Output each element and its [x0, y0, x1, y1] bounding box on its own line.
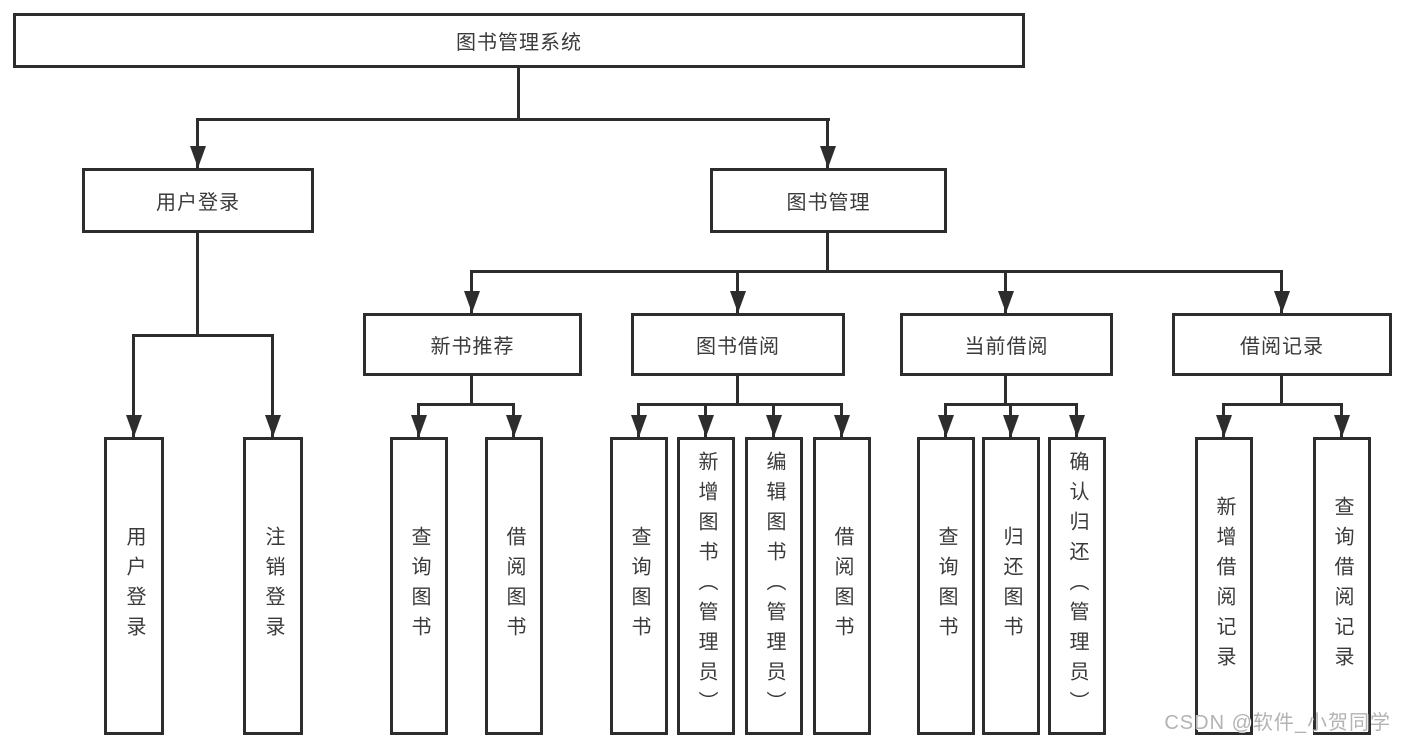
leaf-label: 归还图书: [1000, 526, 1022, 646]
connector-line: [826, 118, 829, 168]
arrow-down-icon: [938, 415, 954, 437]
leaf-logout: 注销登录: [243, 437, 303, 735]
arrow-down-icon: [1274, 291, 1290, 313]
node-book-borrowing: 图书借阅: [631, 313, 845, 376]
leaf-label: 用户登录: [123, 526, 145, 646]
arrow-down-icon: [834, 415, 850, 437]
node-user-login: 用户登录: [82, 168, 314, 233]
watermark: CSDN @软件_小贺同学: [1164, 712, 1391, 734]
leaf-label: 新增图书（管理员）: [695, 451, 717, 721]
connector-line: [271, 334, 274, 437]
arrow-down-icon: [464, 291, 480, 313]
leaf-label: 注销登录: [262, 526, 284, 646]
leaf-label: 新增借阅记录: [1213, 496, 1235, 676]
connector-line: [470, 376, 473, 406]
node-label: 用户登录: [156, 192, 240, 214]
leaf-recommend-query-book: 查询图书: [390, 437, 448, 735]
connector-line: [417, 403, 515, 406]
leaf-borrowing-query-book: 查询图书: [610, 437, 668, 735]
connector-line: [517, 68, 520, 121]
node-label: 图书管理: [786, 192, 871, 214]
leaf-borrowing-borrow-book: 借阅图书: [813, 437, 871, 735]
connector-line: [196, 118, 830, 121]
node-current-borrowing: 当前借阅: [900, 313, 1113, 376]
arrow-down-icon: [265, 415, 281, 437]
leaf-label: 查询借阅记录: [1331, 496, 1353, 676]
leaf-label: 借阅图书: [503, 526, 525, 646]
node-book-management: 图书管理: [710, 168, 947, 233]
node-borrowing-records: 借阅记录: [1172, 313, 1392, 376]
leaf-records-add-record: 新增借阅记录: [1195, 437, 1253, 735]
leaf-label: 编辑图书（管理员）: [763, 451, 785, 721]
arrow-down-icon: [631, 415, 647, 437]
node-label: 借阅记录: [1240, 336, 1324, 358]
connector-line: [826, 233, 829, 273]
node-label: 图书借阅: [696, 336, 780, 358]
arrow-down-icon: [820, 146, 836, 168]
leaf-current-query-book: 查询图书: [917, 437, 975, 735]
arrow-down-icon: [730, 291, 746, 313]
arrow-down-icon: [411, 415, 427, 437]
arrow-down-icon: [1003, 415, 1019, 437]
arrow-down-icon: [766, 415, 782, 437]
connector-line: [196, 233, 199, 337]
node-root: 图书管理系统: [13, 13, 1025, 68]
leaf-user-login: 用户登录: [104, 437, 164, 735]
leaf-borrowing-add-book-admin: 新增图书（管理员）: [677, 437, 735, 735]
leaf-current-return-book: 归还图书: [982, 437, 1040, 735]
connector-line: [196, 118, 199, 168]
connector-line: [736, 376, 739, 406]
arrow-down-icon: [1216, 415, 1232, 437]
arrow-down-icon: [1334, 415, 1350, 437]
arrow-down-icon: [190, 146, 206, 168]
connector-line: [132, 334, 274, 337]
connector-line: [1280, 376, 1283, 406]
connector-line: [132, 334, 135, 437]
node-label: 新书推荐: [430, 336, 515, 358]
leaf-current-confirm-return-admin: 确认归还（管理员）: [1048, 437, 1106, 735]
arrow-down-icon: [506, 415, 522, 437]
node-label: 图书管理系统: [456, 32, 582, 54]
arrow-down-icon: [126, 415, 142, 437]
leaf-label: 查询图书: [628, 526, 650, 646]
node-new-book-recommendation: 新书推荐: [363, 313, 582, 376]
leaf-label: 借阅图书: [831, 526, 853, 646]
leaf-label: 查询图书: [408, 526, 430, 646]
connector-line: [470, 270, 1283, 273]
arrow-down-icon: [998, 291, 1014, 313]
connector-line: [1222, 403, 1343, 406]
connector-line: [1004, 376, 1007, 406]
leaf-recommend-borrow-book: 借阅图书: [485, 437, 543, 735]
connector-line: [637, 403, 843, 406]
leaf-borrowing-edit-book-admin: 编辑图书（管理员）: [745, 437, 803, 735]
node-label: 当前借阅: [964, 336, 1049, 358]
arrow-down-icon: [1069, 415, 1085, 437]
leaf-records-query-record: 查询借阅记录: [1313, 437, 1371, 735]
leaf-label: 确认归还（管理员）: [1066, 451, 1088, 721]
arrow-down-icon: [698, 415, 714, 437]
leaf-label: 查询图书: [935, 526, 957, 646]
